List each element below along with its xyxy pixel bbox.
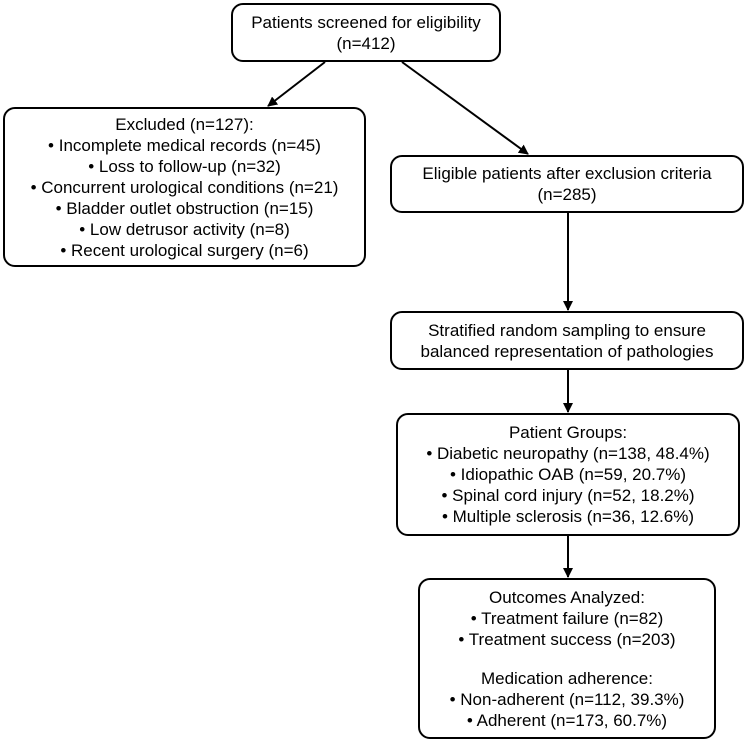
adherence-item: • Adherent (n=173, 60.7%)	[466, 710, 668, 730]
screening-count: (n=412)	[336, 33, 396, 53]
group-item: • Idiopathic OAB (n=59, 20.7%)	[449, 465, 687, 484]
outcomes-box: Outcomes Analyzed: • Treatment failure (…	[418, 578, 716, 739]
arrow-screening-to-eligible	[401, 61, 529, 155]
group-item: • Diabetic neuropathy (n=138, 48.4%)	[426, 444, 710, 463]
arrow-screening-to-excluded	[267, 61, 326, 107]
excluded-item: • Loss to follow-up (n=32)	[88, 156, 281, 176]
excluded-item: • Concurrent urological conditions (n=21…	[30, 177, 339, 197]
screening-box: Patients screened for eligibility (n=412…	[231, 3, 501, 62]
excluded-item: • Recent urological surgery (n=6)	[60, 240, 309, 260]
patient-groups-box: Patient Groups: • Diabetic neuropathy (n…	[396, 413, 740, 536]
adherence-item: • Non-adherent (n=112, 39.3%)	[449, 689, 685, 709]
sampling-line-1: Stratified random sampling to ensure	[428, 320, 706, 340]
screening-title: Patients screened for eligibility	[251, 12, 481, 32]
outcomes-title: Outcomes Analyzed:	[489, 587, 645, 607]
sampling-box: Stratified random sampling to ensure bal…	[390, 311, 744, 370]
adherence-title: Medication adherence:	[480, 668, 653, 688]
eligible-count: (n=285)	[537, 185, 597, 204]
group-item: • Spinal cord injury (n=52, 18.2%)	[441, 486, 695, 505]
excluded-item: • Incomplete medical records (n=45)	[48, 135, 321, 155]
eligible-box: Eligible patients after exclusion criter…	[390, 155, 744, 213]
outcome-item: • Treatment failure (n=82)	[470, 608, 664, 628]
excluded-item: • Bladder outlet obstruction (n=15)	[55, 198, 314, 218]
excluded-item: • Low detrusor activity (n=8)	[79, 219, 290, 239]
eligible-title: Eligible patients after exclusion criter…	[422, 164, 712, 183]
excluded-title: Excluded (n=127):	[115, 114, 254, 134]
group-item: • Multiple sclerosis (n=36, 12.6%)	[441, 507, 695, 526]
excluded-box: Excluded (n=127): • Incomplete medical r…	[3, 107, 366, 267]
groups-title: Patient Groups:	[508, 423, 628, 442]
sampling-line-2: balanced representation of pathologies	[420, 341, 714, 361]
outcome-item: • Treatment success (n=203)	[458, 629, 676, 649]
